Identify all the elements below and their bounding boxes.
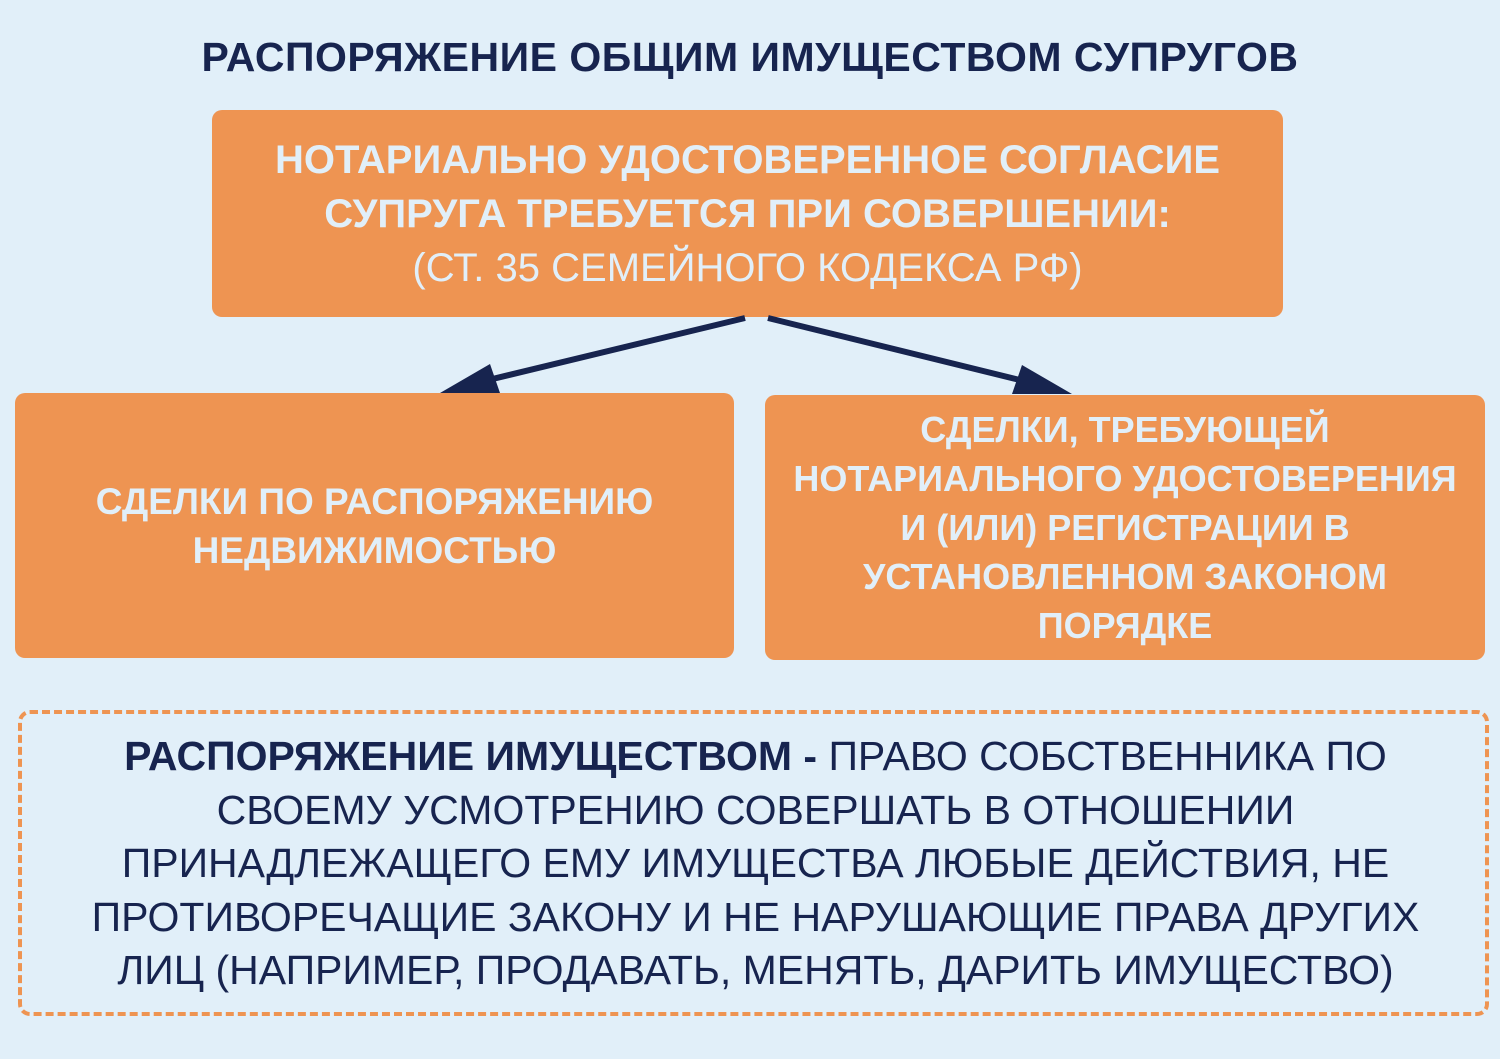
left-line-2: НЕДВИЖИМОСТЬЮ <box>192 529 557 571</box>
definition-line-3: ПРИНАДЛЕЖАЩЕГО ЕМУ ИМУЩЕСТВА ЛЮБЫЕ ДЕЙСТ… <box>121 840 1390 886</box>
definition-dashed-frame <box>18 710 1489 1016</box>
left-line-1: СДЕЛКИ ПО РАСПОРЯЖЕНИЮ <box>95 480 654 522</box>
arrow-left-head <box>440 364 500 393</box>
consent-line-1: НОТАРИАЛЬНО УДОСТОВЕРЕННОЕ СОГЛАСИЕ <box>275 137 1220 182</box>
right-line-4: УСТАНОВЛЕННОМ ЗАКОНОМ <box>862 556 1388 597</box>
notarized-transactions-box: СДЕЛКИ, ТРЕБУЮЩЕЙ НОТАРИАЛЬНОГО УДОСТОВЕ… <box>765 395 1485 660</box>
consent-line-2: СУПРУГА ТРЕБУЕТСЯ ПРИ СОВЕРШЕНИИ: <box>324 191 1171 236</box>
right-line-2: НОТАРИАЛЬНОГО УДОСТОВЕРЕНИЯ <box>793 458 1457 499</box>
right-line-1: СДЕЛКИ, ТРЕБУЮЩЕЙ <box>920 409 1330 450</box>
definition-text: РАСПОРЯЖЕНИЕ ИМУЩЕСТВОМ - ПРАВО СОБСТВЕН… <box>18 730 1493 998</box>
arrow-right-line <box>767 315 1033 386</box>
right-line-3: И (ИЛИ) РЕГИСТРАЦИИ В <box>900 507 1350 548</box>
definition-term: РАСПОРЯЖЕНИЕ ИМУЩЕСТВОМ - <box>124 733 818 779</box>
definition-line-1: ПРАВО СОБСТВЕННИКА ПО <box>817 733 1387 779</box>
arrow-right-head <box>1012 365 1072 394</box>
page-title: РАСПОРЯЖЕНИЕ ОБЩИМ ИМУЩЕСТВОМ СУПРУГОВ <box>201 34 1299 80</box>
real-estate-transactions-box: СДЕЛКИ ПО РАСПОРЯЖЕНИЮ НЕДВИЖИМОСТЬЮ <box>15 393 734 658</box>
right-line-5: ПОРЯДКЕ <box>1037 605 1213 646</box>
arrow-left-line <box>479 315 746 385</box>
legal-reference: (СТ. 35 СЕМЕЙНОГО КОДЕКСА РФ) <box>412 245 1083 290</box>
definition-line-2: СВОЕМУ УСМОТРЕНИЮ СОВЕРШАТЬ В ОТНОШЕНИИ <box>216 786 1295 833</box>
definition-line-5: ЛИЦ (НАПРИМЕР, ПРОДАВАТЬ, МЕНЯТЬ, ДАРИТЬ… <box>117 947 1394 993</box>
definition-line-4: ПРОТИВОРЕЧАЩИЕ ЗАКОНУ И НЕ НАРУШАЮЩИЕ ПР… <box>91 893 1420 940</box>
consent-requirement-box: НОТАРИАЛЬНО УДОСТОВЕРЕННОЕ СОГЛАСИЕ СУПР… <box>212 110 1283 317</box>
